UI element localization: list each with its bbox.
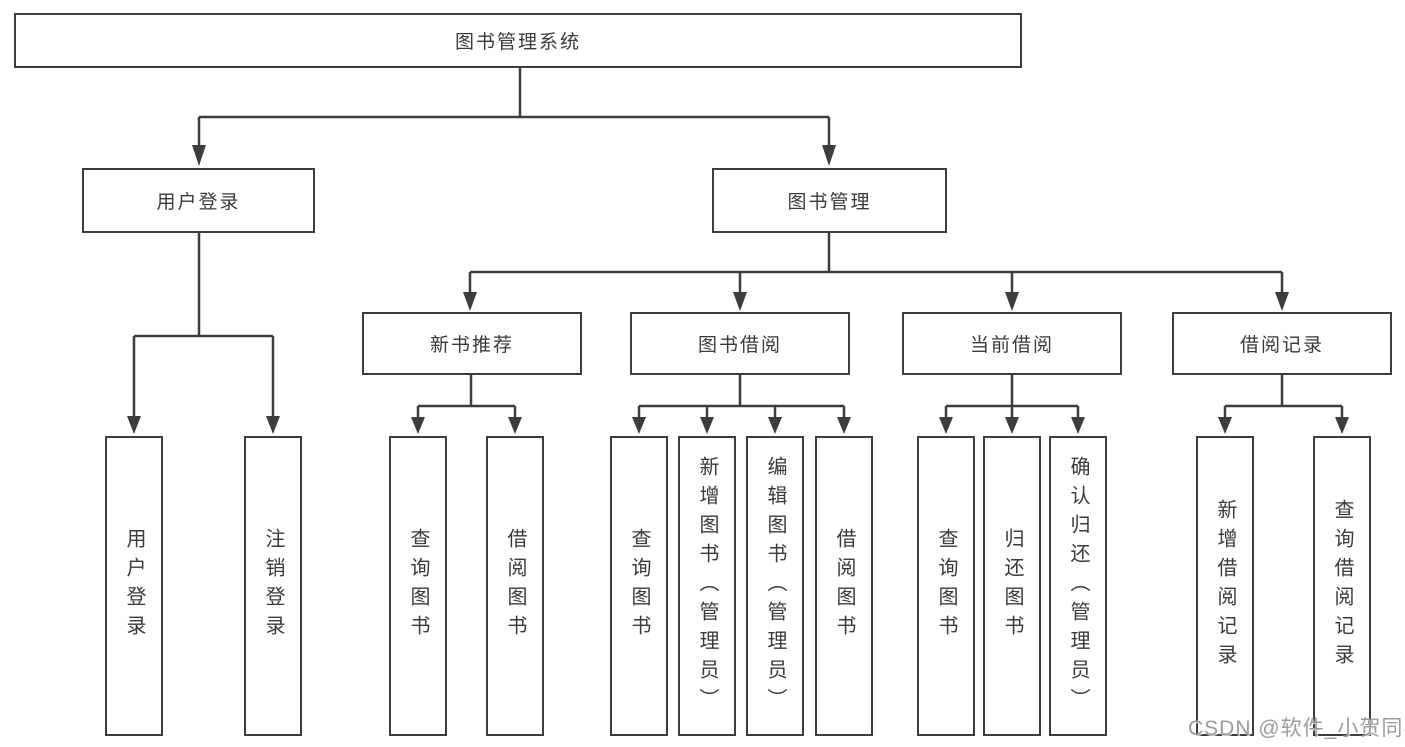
node-new-books-label: 新书推荐 [429, 335, 514, 356]
leaf-br-add-label: 新增借阅记录 [1214, 499, 1236, 673]
leaf-cb-confirm: 确认归还（管理员） [1049, 436, 1107, 736]
node-user-login-label: 用户登录 [156, 192, 241, 213]
node-new-books: 新书推荐 [362, 312, 582, 375]
leaf-bb-edit: 编辑图书（管理员） [746, 436, 804, 736]
node-root: 图书管理系统 [14, 13, 1022, 68]
leaf-bb-query-label: 查询图书 [628, 528, 650, 644]
connector-book-mgmt-to-level3 [463, 233, 1289, 311]
leaf-logout-label: 注销登录 [262, 528, 284, 644]
leaf-bb-add: 新增图书（管理员） [678, 436, 736, 736]
leaf-bb-borrow-label: 借阅图书 [833, 528, 855, 644]
leaf-cb-query: 查询图书 [917, 436, 975, 736]
leaf-br-query: 查询借阅记录 [1313, 436, 1371, 736]
node-book-borrow-label: 图书借阅 [697, 335, 782, 356]
node-user-login: 用户登录 [82, 168, 315, 233]
leaf-cb-return: 归还图书 [983, 436, 1041, 736]
node-book-borrow: 图书借阅 [630, 312, 850, 375]
leaf-logout: 注销登录 [244, 436, 302, 736]
leaf-bb-edit-label: 编辑图书（管理员） [764, 455, 786, 717]
leaf-bb-borrow: 借阅图书 [815, 436, 873, 736]
connector-current-borrow-children [939, 375, 1085, 434]
leaf-bb-query: 查询图书 [610, 436, 668, 736]
watermark: CSDN @软件_小贺同学 [1188, 717, 1405, 740]
leaf-cb-query-label: 查询图书 [935, 528, 957, 644]
node-book-mgmt: 图书管理 [712, 168, 947, 233]
node-borrow-records-label: 借阅记录 [1239, 335, 1324, 356]
leaf-bb-add-label: 新增图书（管理员） [696, 455, 718, 717]
leaf-nb-borrow-label: 借阅图书 [504, 528, 526, 644]
connector-borrow-records-children [1218, 375, 1349, 434]
leaf-nb-query-label: 查询图书 [407, 528, 429, 644]
leaf-cb-return-label: 归还图书 [1001, 528, 1023, 644]
leaf-cb-confirm-label: 确认归还（管理员） [1067, 455, 1089, 717]
node-book-mgmt-label: 图书管理 [787, 192, 872, 213]
leaf-user-login: 用户登录 [105, 436, 163, 736]
connector-root-to-level2 [192, 68, 836, 166]
connector-book-borrow-children [632, 375, 851, 434]
node-borrow-records: 借阅记录 [1172, 312, 1392, 375]
leaf-br-query-label: 查询借阅记录 [1331, 499, 1353, 673]
connector-new-books-children [411, 375, 522, 434]
leaf-br-add: 新增借阅记录 [1196, 436, 1254, 736]
leaf-user-login-label: 用户登录 [123, 528, 145, 644]
node-current-borrow: 当前借阅 [902, 312, 1122, 375]
leaf-nb-borrow: 借阅图书 [486, 436, 544, 736]
leaf-nb-query: 查询图书 [389, 436, 447, 736]
connector-user-login-children [127, 233, 280, 434]
node-root-label: 图书管理系统 [454, 32, 581, 53]
node-current-borrow-label: 当前借阅 [969, 335, 1054, 356]
